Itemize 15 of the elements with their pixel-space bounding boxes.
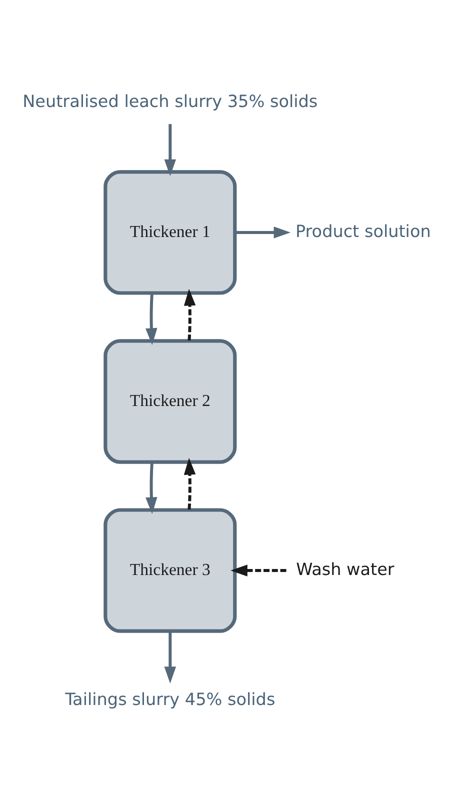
arrow bbox=[184, 288, 196, 341]
node-text: Wash water bbox=[296, 558, 394, 579]
arrow bbox=[146, 293, 158, 345]
node-box: Thickener 3 bbox=[104, 508, 237, 633]
node-text: Tailings slurry 45% solids bbox=[65, 689, 276, 710]
node-box: Thickener 1 bbox=[104, 170, 237, 295]
arrow bbox=[184, 458, 196, 510]
node-box: Thickener 2 bbox=[104, 339, 237, 464]
node-text: Product solution bbox=[295, 220, 431, 241]
arrow bbox=[146, 462, 158, 514]
arrow bbox=[164, 124, 176, 176]
node-text: Neutralised leach slurry 35% solids bbox=[22, 90, 318, 111]
arrow bbox=[164, 631, 176, 684]
arrow bbox=[230, 564, 286, 576]
arrow bbox=[235, 226, 291, 238]
